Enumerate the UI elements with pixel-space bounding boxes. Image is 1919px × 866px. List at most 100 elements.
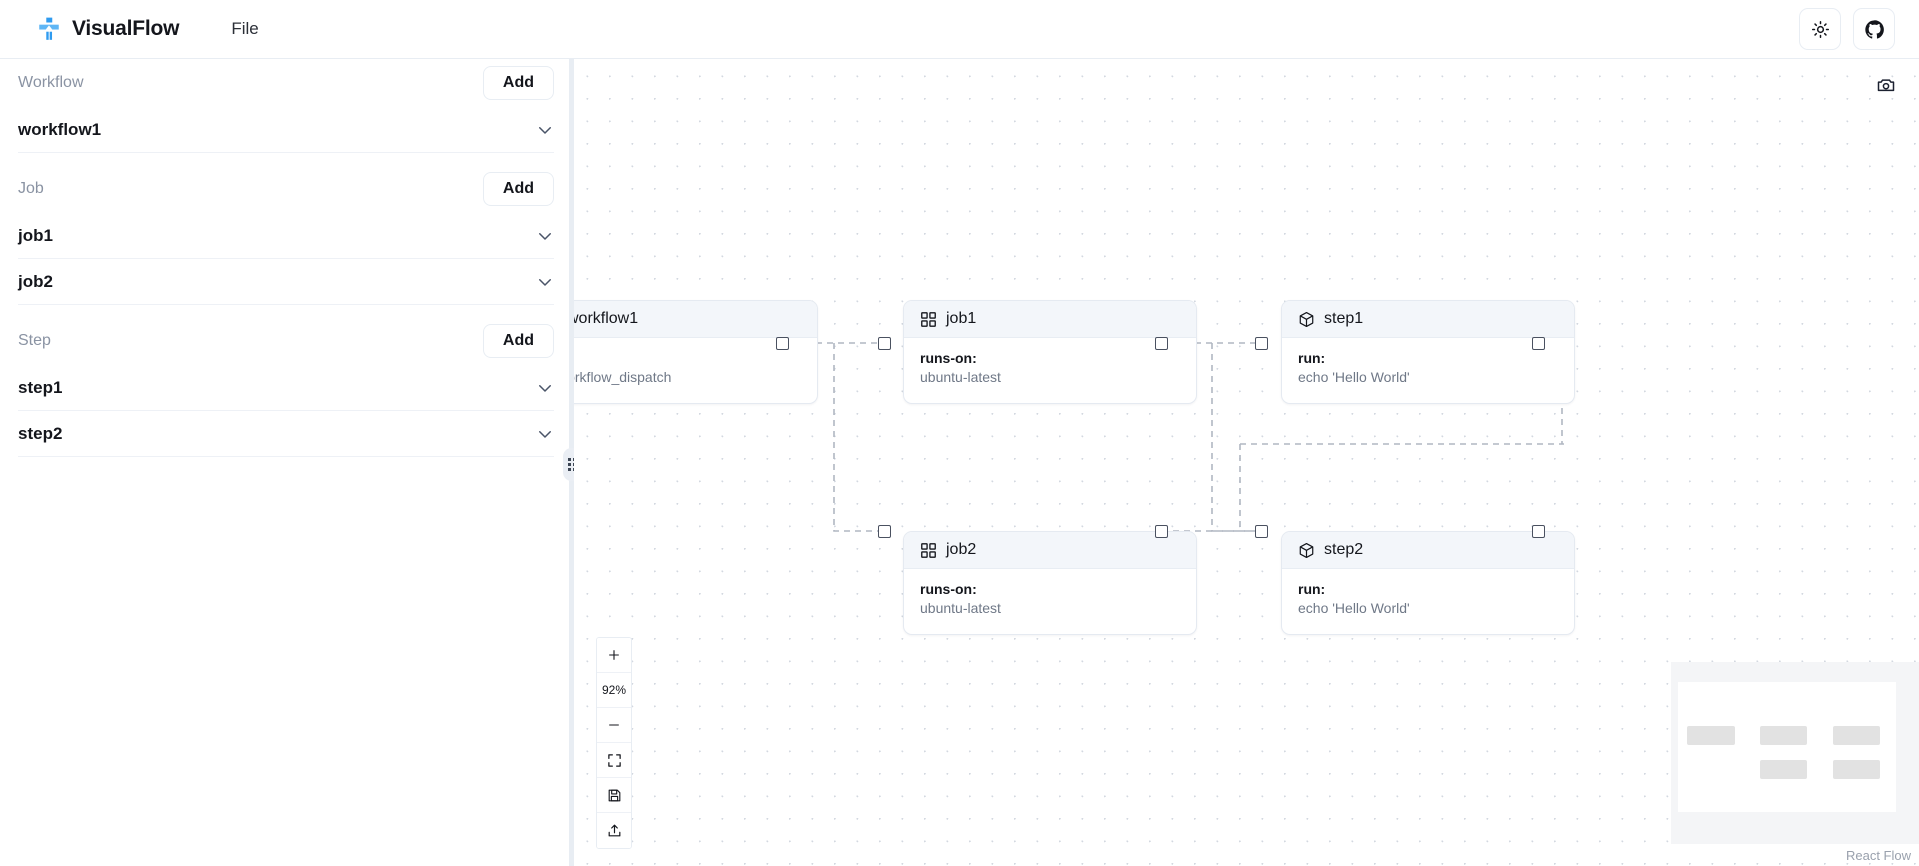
node-job1[interactable]: job1 runs-on: ubuntu-latest [903, 300, 1197, 404]
sidebar-section-title: Workflow [18, 74, 84, 91]
node-value: echo 'Hello World' [1298, 369, 1410, 385]
sitemap-logo-icon [36, 16, 62, 42]
node-body: runs-on: ubuntu-latest [904, 338, 1196, 403]
screenshot-button[interactable] [1873, 74, 1899, 100]
zoom-controls: 92% [596, 637, 632, 849]
node-body: runs-on: ubuntu-latest [904, 569, 1196, 634]
minimap-node [1760, 760, 1807, 779]
floppy-disk-icon [607, 788, 622, 803]
node-header: job2 [904, 532, 1196, 569]
node-step2[interactable]: step2 run: echo 'Hello World' [1281, 531, 1575, 635]
add-job-button[interactable]: Add [482, 172, 554, 206]
minimap-node [1833, 726, 1880, 745]
sidebar-item-workflow1[interactable]: workflow1 [18, 107, 554, 153]
menu-file[interactable]: File [231, 19, 259, 38]
sidebar-section-title: Job [18, 180, 44, 197]
minimap-node [1687, 726, 1735, 745]
theme-toggle-button[interactable] [1799, 8, 1841, 50]
zoom-level-display: 92% [597, 673, 631, 708]
grid-squares-icon [920, 542, 937, 559]
topbar-actions [1799, 8, 1895, 50]
plus-icon [607, 648, 621, 662]
edge-job1-step2 [1211, 343, 1262, 532]
cube-icon [1298, 311, 1315, 328]
section-spacer [0, 305, 572, 317]
node-list-item: workflow_dispatch [574, 368, 801, 387]
chevron-down-icon[interactable] [536, 121, 554, 139]
node-job2[interactable]: job2 runs-on: ubuntu-latest [903, 531, 1197, 635]
reactflow-attribution: React Flow [1845, 848, 1911, 863]
node-title: workflow1 [574, 310, 639, 327]
handle-job1-target[interactable] [878, 337, 891, 350]
handle-step2-source[interactable] [1532, 525, 1545, 538]
node-body: run: echo 'Hello World' [1282, 569, 1574, 634]
sidebar-item-job1[interactable]: job1 [18, 213, 554, 259]
node-key: run: [1298, 350, 1326, 366]
add-workflow-button[interactable]: Add [482, 66, 554, 100]
sidebar-list-workflow: workflow1 [18, 107, 554, 153]
node-title: step1 [1324, 310, 1364, 327]
node-title: job2 [946, 541, 977, 558]
node-header: workflow1 [574, 301, 817, 338]
node-header: step1 [1282, 301, 1574, 338]
node-key: runs-on: [920, 350, 977, 366]
chevron-down-icon[interactable] [536, 273, 554, 291]
expand-icon [607, 753, 622, 768]
add-step-button[interactable]: Add [482, 324, 554, 358]
handle-step1-target[interactable] [1255, 337, 1268, 350]
handle-job2-target[interactable] [878, 525, 891, 538]
save-button[interactable] [597, 778, 631, 813]
zoom-level-text: 92% [601, 683, 627, 697]
handle-job2-source[interactable] [1155, 525, 1168, 538]
node-step1[interactable]: step1 run: echo 'Hello World' [1281, 300, 1575, 404]
handle-step1-source[interactable] [1532, 337, 1545, 350]
zoom-out-button[interactable] [597, 708, 631, 743]
sidebar-item-step1[interactable]: step1 [18, 365, 554, 411]
section-spacer [0, 153, 572, 165]
handle-step2-target[interactable] [1255, 525, 1268, 538]
sidebar-section-header-job: Job Add [18, 165, 554, 213]
minimap-viewport[interactable] [1678, 682, 1896, 812]
minimap-node [1760, 726, 1807, 745]
node-value: ubuntu-latest [920, 600, 1001, 616]
node-value: echo 'Hello World' [1298, 600, 1410, 616]
node-title: step2 [1324, 541, 1364, 558]
chevron-down-icon[interactable] [536, 227, 554, 245]
node-body: on: workflow_dispatch [574, 338, 817, 403]
zoom-in-button[interactable] [597, 638, 631, 673]
handle-workflow1-source[interactable] [776, 337, 789, 350]
sidebar: Workflow Add workflow1 Job Add job1 job2 [0, 59, 572, 866]
brand: VisualFlow [36, 16, 180, 42]
minus-icon [607, 718, 621, 732]
sidebar-section-header-step: Step Add [18, 317, 554, 365]
sidebar-item-step2[interactable]: step2 [18, 411, 554, 457]
sun-icon [1811, 20, 1830, 39]
edge-workflow1-job2 [833, 343, 885, 532]
minimap-node [1833, 760, 1880, 779]
node-header: step2 [1282, 532, 1574, 569]
node-value: ubuntu-latest [920, 369, 1001, 385]
node-key: on: [574, 349, 801, 368]
sidebar-section-header-workflow: Workflow Add [18, 59, 554, 107]
node-body: run: echo 'Hello World' [1282, 338, 1574, 403]
github-link-button[interactable] [1853, 8, 1895, 50]
minimap[interactable] [1671, 662, 1919, 844]
chevron-down-icon[interactable] [536, 425, 554, 443]
github-icon [1864, 19, 1885, 40]
handle-job1-source[interactable] [1155, 337, 1168, 350]
sidebar-section-title: Step [18, 332, 51, 349]
node-key: runs-on: [920, 581, 977, 597]
flow-canvas[interactable]: workflow1 on: workflow_dispatch job1 run… [574, 59, 1919, 866]
sidebar-item-label: workflow1 [18, 119, 102, 139]
top-bar: VisualFlow File [0, 0, 1919, 59]
brand-name: VisualFlow [72, 17, 180, 40]
fit-view-button[interactable] [597, 743, 631, 778]
sidebar-item-label: step2 [18, 423, 63, 443]
node-workflow1[interactable]: workflow1 on: workflow_dispatch [574, 300, 818, 404]
sidebar-list-step: step1 step2 [18, 365, 554, 457]
node-title: job1 [946, 310, 977, 327]
sidebar-item-job2[interactable]: job2 [18, 259, 554, 305]
chevron-down-icon[interactable] [536, 379, 554, 397]
export-button[interactable] [597, 813, 631, 848]
sidebar-item-label: step1 [18, 377, 63, 397]
